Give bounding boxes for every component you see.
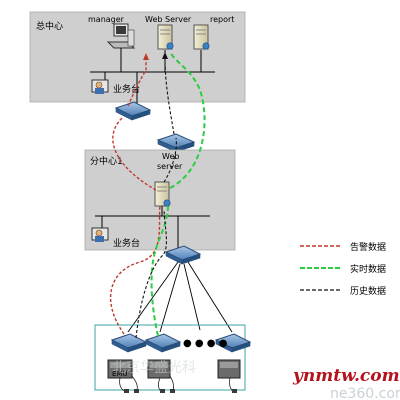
branch-title: 分中心1 — [90, 155, 123, 167]
emu-unit-1-icon: EMU — [107, 359, 133, 379]
watermark-footer: ne360.com — [330, 386, 400, 400]
branch-console-icon — [91, 227, 109, 242]
legend: 告警数据 实时数据 历史数据 — [300, 241, 386, 297]
hq-console-icon — [91, 79, 109, 94]
legend-item-alarm: 告警数据 — [300, 241, 386, 253]
hq-panel: 总中心 manager Web Server report — [29, 11, 246, 110]
realtime-data-flow — [150, 51, 206, 337]
sensor-probes — [124, 389, 237, 393]
site-links — [127, 261, 233, 333]
site-switch-1-icon — [110, 333, 148, 353]
hq-switch-icon — [114, 101, 152, 121]
watermark-company: 北京华盛光科 — [112, 360, 196, 376]
watermark-brand: ynmtw.com — [292, 366, 400, 386]
more-devices-dots: ● ● ● ● — [183, 338, 228, 349]
site-switch-3-icon — [214, 333, 252, 353]
legend-label-alarm: 告警数据 — [350, 241, 386, 253]
history-data-flow — [135, 52, 177, 339]
hq-report-label: report — [210, 15, 234, 24]
hq-manager-label: manager — [88, 15, 125, 24]
emu-label: EMU — [112, 370, 128, 378]
hq-report-server-icon — [193, 24, 210, 50]
legend-item-history: 历史数据 — [300, 285, 386, 297]
legend-label-history: 历史数据 — [350, 285, 386, 297]
site-enclosure — [94, 324, 246, 391]
emu-unit-2-icon — [147, 359, 171, 379]
legend-label-realtime: 实时数据 — [350, 263, 386, 275]
manager-workstation-icon — [106, 23, 136, 49]
hq-console-label: 业务台 — [113, 83, 140, 95]
alarm-data-flow — [109, 53, 161, 335]
hq-web-server-icon — [157, 24, 174, 50]
site-switch-2-icon — [144, 333, 182, 353]
branch-console-label: 业务台 — [113, 237, 140, 249]
emu-unit-3-icon — [217, 359, 241, 379]
hq-web-server-label: Web Server — [145, 15, 192, 24]
branch-web-server-icon — [154, 181, 171, 207]
trunk-switch-icon — [156, 133, 196, 153]
branch-switch-icon — [164, 245, 202, 265]
hq-title: 总中心 — [36, 20, 63, 32]
legend-item-realtime: 实时数据 — [300, 263, 386, 275]
